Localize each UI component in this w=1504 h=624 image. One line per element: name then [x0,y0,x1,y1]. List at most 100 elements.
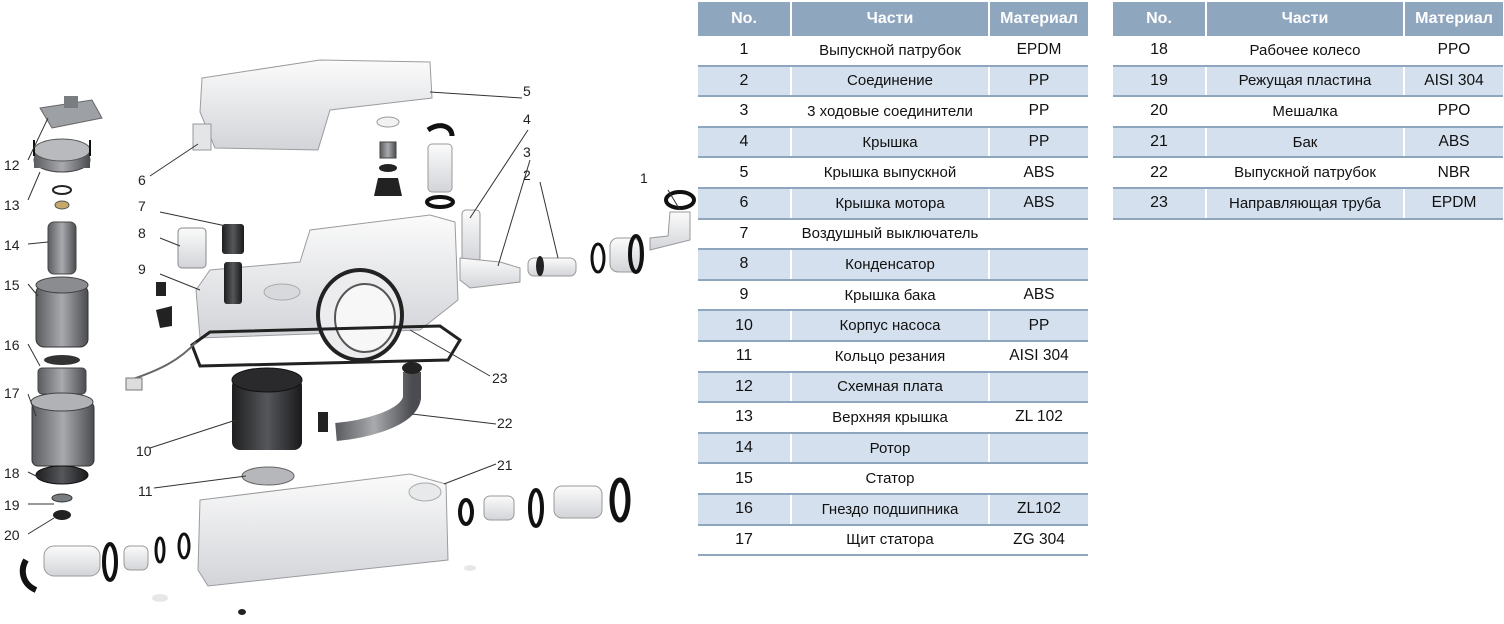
part-number: 13 [698,402,791,434]
part-name: 3 ходовые соединители [790,96,989,128]
part-name: Выпускной патрубок [1205,157,1404,189]
part-material [988,249,1088,281]
fittings-top [374,116,455,209]
callout-12: 12 [4,157,20,173]
part-number: 22 [1113,157,1206,189]
callout-11: 11 [138,483,153,499]
part-name: Крышка выпускной [790,157,989,189]
part-name: Конденсатор [790,249,989,281]
callout-21: 21 [497,457,513,473]
part-number: 9 [698,279,791,312]
callout-1: 1 [640,170,648,186]
part-material [988,463,1088,495]
part-name: Бак [1205,126,1404,159]
leader-lines [27,91,681,535]
part-material [988,218,1088,251]
part-number: 5 [698,157,791,189]
part-name: Режущая пластина [1205,65,1404,98]
part-name: Щит статора [790,524,989,557]
part-name: Верхняя крышка [790,402,989,434]
part-material: ZL102 [988,493,1088,526]
callout-16: 16 [4,337,20,353]
part-name: Корпус насоса [790,310,989,342]
callout-22: 22 [497,415,513,431]
callout-numbers: 1 2 3 4 5 6 7 8 9 10 11 12 13 14 15 16 1… [4,83,648,543]
part-material: EPDM [988,36,1088,67]
part-number: 8 [698,249,791,281]
callout-5: 5 [523,83,531,99]
part-material: PP [988,126,1088,159]
part-number: 14 [698,432,791,465]
part-name: Крышка мотора [790,187,989,220]
part-material: AISI 304 [988,340,1088,373]
part-name: Статор [790,463,989,495]
header-part: Части [1205,2,1404,36]
part-name: Кольцо резания [790,340,989,373]
part-number: 20 [1113,96,1206,128]
part-name: Мешалка [1205,96,1404,128]
part-name: Гнездо подшипника [790,493,989,526]
table-header-row: No. Части Материал [698,2,1088,36]
part-number: 23 [1113,187,1206,220]
header-material: Материал [988,2,1088,36]
callout-14: 14 [4,237,20,253]
callout-9: 9 [138,261,146,277]
part-material: ABS [988,279,1088,312]
part-name: Выпускной патрубок [790,36,989,67]
callout-19: 19 [4,497,20,513]
part-material [988,371,1088,404]
table-header-row: No. Части Материал [1113,2,1503,36]
part-material: EPDM [1403,187,1503,220]
part-material [988,432,1088,465]
part-number: 10 [698,310,791,342]
part-number: 6 [698,187,791,220]
part-number: 1 [698,36,791,67]
bottom-fittings [19,477,631,593]
part-material: NBR [1403,157,1503,189]
part-material: ABS [988,187,1088,220]
part-name: Крышка бака [790,279,989,312]
exploded-view-diagram: 1 2 3 4 5 6 7 8 9 10 11 12 13 14 15 16 1… [4,59,696,615]
part-material: AISI 304 [1403,65,1503,98]
header-no: No. [1113,2,1206,36]
part-number: 4 [698,126,791,159]
part-number: 19 [1113,65,1206,98]
part-material: PP [988,310,1088,342]
callout-23: 23 [492,370,508,386]
part-number: 17 [698,524,791,557]
part-name: Воздушный выключатель [790,218,989,251]
callout-4: 4 [523,111,531,127]
callout-6: 6 [138,172,146,188]
callout-7: 7 [138,198,146,214]
part-material: PPO [1403,36,1503,67]
callout-8: 8 [138,225,146,241]
callout-13: 13 [4,197,20,213]
header-part: Части [790,2,989,36]
part-material: ABS [988,157,1088,189]
part-material: ABS [1403,126,1503,159]
part-number: 16 [698,493,791,526]
part-number: 21 [1113,126,1206,159]
callout-15: 15 [4,277,20,293]
part-number: 7 [698,218,791,251]
